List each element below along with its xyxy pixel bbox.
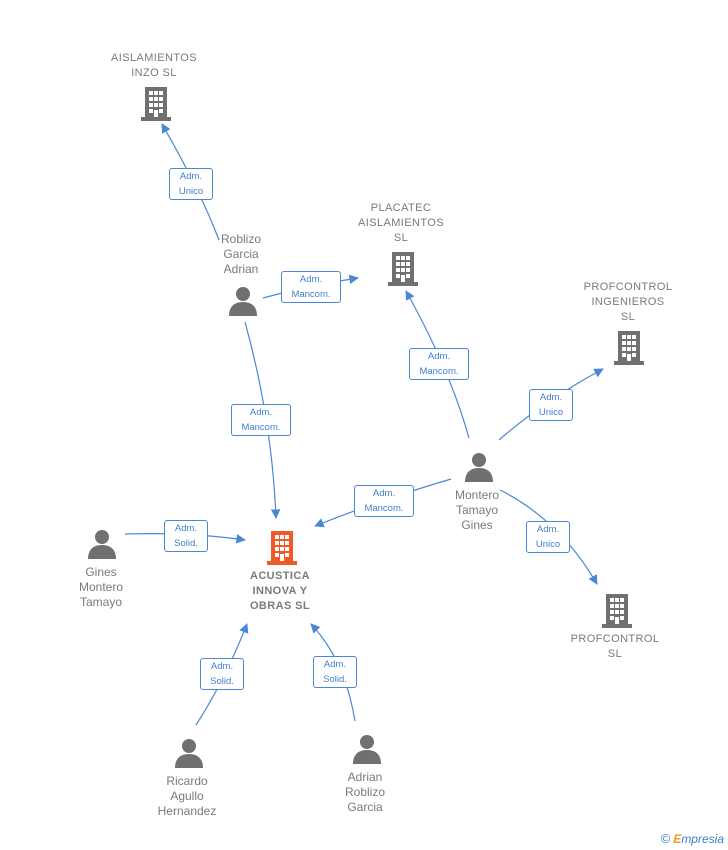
person-icon-ricardo[interactable] — [175, 739, 203, 768]
relation-label-montero-acustica[interactable]: Adm. Mancom. — [354, 485, 414, 517]
node-label-gines[interactable]: Gines Montero Tamayo — [78, 565, 124, 609]
node-label-profcontrol[interactable]: PROFCONTROL SL — [570, 633, 660, 660]
node-label-profcontrol_ing[interactable]: PROFCONTROL INGENIEROS SL — [583, 281, 673, 323]
node-label-adrian[interactable]: Adrian Roblizo Garcia — [344, 770, 386, 814]
node-label-roblizo[interactable]: Roblizo Garcia Adrian — [220, 232, 262, 276]
relation-label-ricardo-acustica[interactable]: Adm. Solid. — [200, 658, 244, 690]
node-label-placatec[interactable]: PLACATEC AISLAMIENTOS SL — [358, 202, 444, 244]
relation-label-montero-profcontrol[interactable]: Adm. Unico — [526, 521, 570, 553]
building-icon-acustica[interactable] — [267, 531, 297, 565]
relation-label-montero-placatec[interactable]: Adm. Mancom. — [409, 348, 469, 380]
person-icon-montero[interactable] — [465, 453, 493, 482]
node-label-montero[interactable]: Montero Tamayo Gines — [454, 488, 500, 532]
building-icon-profcontrol_ing[interactable] — [614, 331, 644, 365]
copyright-icon: © — [660, 831, 671, 846]
building-icon-placatec[interactable] — [388, 252, 418, 286]
footer-brand: © Empresia — [661, 831, 724, 846]
relation-label-roblizo-aislamientos[interactable]: Adm. Unico — [169, 168, 213, 200]
node-label-aislamientos[interactable]: AISLAMIENTOS INZO SL — [111, 52, 197, 79]
person-icon-adrian[interactable] — [353, 735, 381, 764]
relation-label-roblizo-placatec[interactable]: Adm. Mancom. — [281, 271, 341, 303]
person-icon-roblizo[interactable] — [229, 287, 257, 316]
person-icon-gines[interactable] — [88, 530, 116, 559]
relation-label-roblizo-acustica[interactable]: Adm. Mancom. — [231, 404, 291, 436]
building-icon-aislamientos[interactable] — [141, 87, 171, 121]
relation-label-adrian-acustica[interactable]: Adm. Solid. — [313, 656, 357, 688]
relation-label-gines-acustica[interactable]: Adm. Solid. — [164, 520, 208, 552]
brand-logo[interactable]: Empresia — [673, 831, 724, 846]
building-icon-profcontrol[interactable] — [602, 594, 632, 628]
node-label-acustica[interactable]: ACUSTICA INNOVA Y OBRAS SL — [249, 570, 311, 612]
node-label-ricardo[interactable]: Ricardo Agullo Hernandez — [157, 774, 217, 818]
relation-label-montero-profcontrol_ing[interactable]: Adm. Unico — [529, 389, 573, 421]
